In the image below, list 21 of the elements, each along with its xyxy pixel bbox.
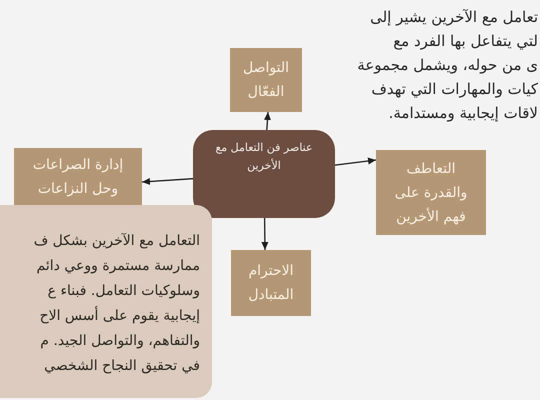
- arrow: [264, 112, 271, 130]
- text-line: لاقات إيجابية ومستدامة.: [388, 103, 538, 124]
- central-box: عناصر فن التعامل مع الأخرين: [193, 130, 335, 218]
- text-line: وسلوكيات التعامل. فبناء ع: [46, 282, 200, 301]
- arrow: [142, 178, 194, 185]
- topic-box: إدارة الصراعات وحل النزاعات: [14, 148, 142, 205]
- text-line: تعامل مع الآخرين يشير إلى: [370, 7, 538, 28]
- arrow: [261, 218, 268, 250]
- text-line: ممارسة مستمرة ووعي دائم: [36, 257, 200, 276]
- text-line: إيجابية يقوم على أسس الاح: [38, 305, 200, 326]
- topic-box: التعاطف والقدرة على فهم الأخرين: [376, 150, 486, 235]
- topic-box: الاحترام المتبادل: [231, 250, 311, 316]
- text-line: والتفاهم، والتواصل الجيد. م: [39, 332, 200, 351]
- text-panel: [0, 205, 212, 398]
- topic-box: التواصل الفعّال: [230, 48, 302, 112]
- arrow: [334, 158, 376, 166]
- text-line: التعامل مع الآخرين بشكل ف: [32, 232, 200, 251]
- text-line: لتي يتفاعل بها الفرد مع: [393, 31, 538, 52]
- text-line: في تحقيق النجاح الشخصي: [43, 357, 200, 376]
- text-line: ى من حوله، ويشمل مجموعة: [357, 55, 538, 76]
- text-line: كيات والمهارات التي تهدف: [371, 79, 538, 100]
